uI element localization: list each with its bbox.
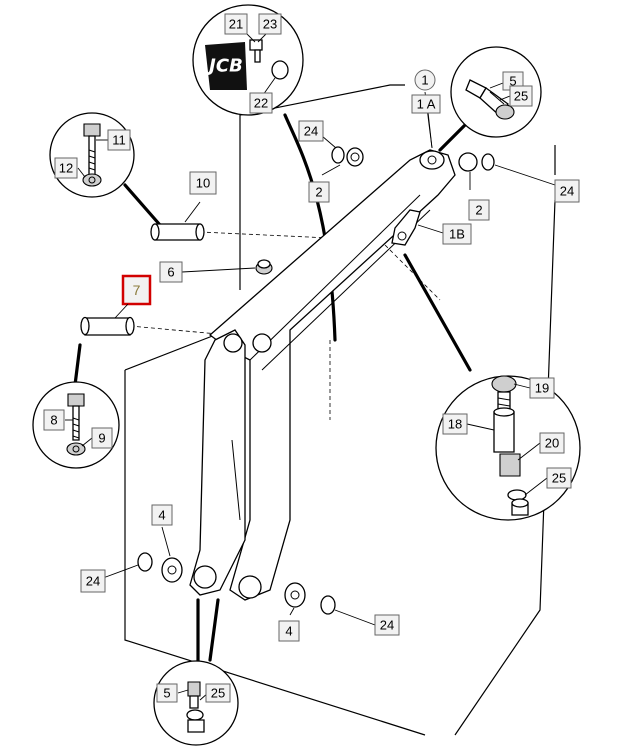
callout-9: 9 [91,427,113,449]
hidden-lines [129,231,441,420]
jcb-logo [205,42,247,90]
pin-10 [150,223,205,241]
callout-12: 12 [54,157,78,179]
svg-text:20: 20 [545,436,559,451]
callout-6: 6 [159,261,183,283]
callout-19: 19 [529,377,555,399]
svg-text:18: 18 [448,417,462,432]
svg-text:1 A: 1 A [417,97,436,112]
loader-arm [189,149,456,601]
jcb-logo-text: JCB [206,56,243,77]
callout-4-left: 4 [151,504,173,526]
svg-text:6: 6 [167,265,174,280]
detail-circle-decal: JCB [192,4,304,116]
svg-text:25: 25 [514,89,528,104]
callout-18: 18 [442,413,468,435]
leader-7 [114,303,129,319]
svg-text:7: 7 [133,282,141,298]
frame-outline [124,84,556,736]
detail-circle-fitting-18 [435,375,581,521]
svg-text:10: 10 [196,176,210,191]
leader-lines [65,31,556,701]
svg-text:2: 2 [475,203,482,218]
svg-text:24: 24 [560,184,574,199]
svg-text:5: 5 [163,686,170,701]
callout-1: 1 [414,69,436,91]
bushes-top [331,146,495,172]
callout-25-bottom: 25 [205,683,231,703]
svg-text:11: 11 [112,133,126,148]
bushes-bottom [137,552,336,615]
pin-7 [80,316,135,336]
callout-2-right: 2 [468,199,490,221]
svg-text:22: 22 [254,96,268,111]
detail-circle-top-right [450,46,542,138]
grease-nipple-6 [255,259,273,275]
svg-text:5: 5 [509,74,516,89]
callout-1a: 1 A [411,94,441,114]
svg-text:23: 23 [263,17,277,32]
callout-5-bottom: 5 [156,683,178,703]
svg-text:25: 25 [211,686,225,701]
callout-24-bottom-right: 24 [374,614,400,636]
bracket-1b [391,209,421,246]
svg-text:12: 12 [59,161,73,176]
callout-8: 8 [43,409,65,431]
callout-25-middle: 25 [546,467,572,489]
svg-text:19: 19 [535,381,549,396]
callout-1b: 1B [442,223,472,245]
svg-text:4: 4 [158,508,165,523]
callouts: 1 1 A 1B 2 2 4 4 5 [43,13,580,703]
callout-10: 10 [189,171,217,195]
svg-text:1: 1 [421,73,428,88]
svg-text:1B: 1B [449,227,465,242]
svg-text:4: 4 [285,624,292,639]
svg-text:21: 21 [229,17,243,32]
detail-circle-bottom [153,660,239,746]
svg-text:24: 24 [380,618,394,633]
callout-25-top: 25 [509,85,533,107]
callout-24-bottom-left: 24 [80,569,106,593]
callout-4-right: 4 [278,620,300,642]
svg-text:8: 8 [50,413,57,428]
callout-24-top-left: 24 [298,120,324,142]
detail-circle-bolt-11 [49,112,135,198]
svg-text:9: 9 [98,431,105,446]
callout-2-left: 2 [308,181,330,203]
svg-text:2: 2 [315,185,322,200]
svg-text:25: 25 [552,471,566,486]
callout-23: 23 [258,13,282,35]
callout-20: 20 [539,432,565,454]
callout-24-top-right: 24 [554,179,580,203]
svg-text:24: 24 [304,124,318,139]
callout-11: 11 [107,129,131,151]
callout-7-highlighted[interactable]: 7 [121,274,152,306]
callout-22: 22 [249,92,273,114]
callout-21: 21 [224,13,248,35]
svg-text:24: 24 [86,574,100,589]
